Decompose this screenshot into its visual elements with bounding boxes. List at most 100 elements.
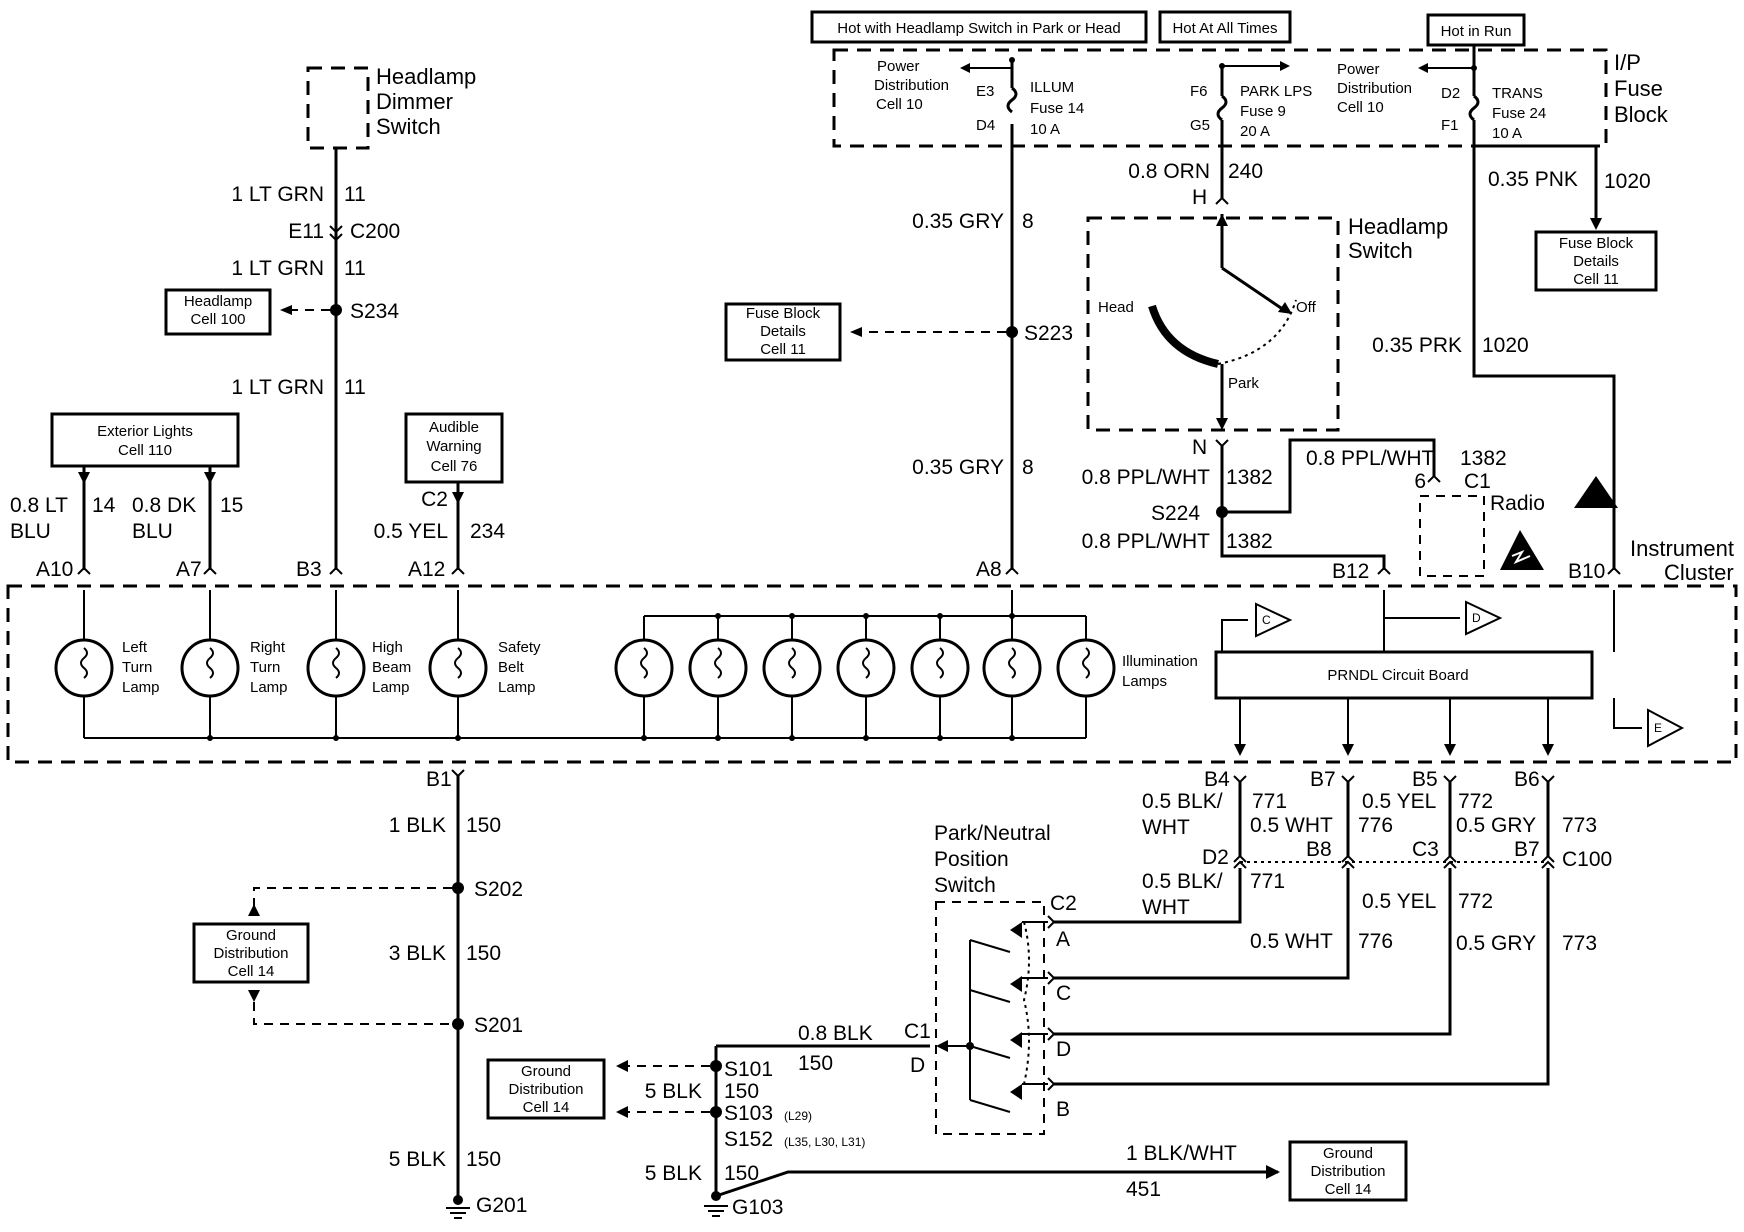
wire-label: 0.8 ORN (1128, 160, 1210, 183)
ref-text: Cell 11 (1573, 271, 1619, 288)
radio-pin: 6 (1414, 470, 1426, 493)
lamp-label-3: Lamp (250, 679, 288, 696)
lamp-label-3: Lamp (122, 679, 160, 696)
illum-lamp (910, 616, 970, 738)
circuit-label: 8 (1022, 210, 1034, 233)
pin-b3: B3 (296, 558, 322, 581)
pn-conn-c1: C1 (904, 1020, 931, 1043)
illum-lamp (614, 616, 674, 738)
illum-amps: 10 A (1030, 121, 1060, 138)
connector-icon (1215, 439, 1229, 448)
ref-text: Warning (426, 438, 481, 455)
illum-lamp (688, 616, 748, 738)
pn-switch-title-3: Switch (934, 874, 996, 897)
illum-lamp (982, 590, 1042, 738)
lamp-label: High (372, 639, 403, 656)
node-dot (333, 735, 339, 741)
radio-box (1419, 495, 1485, 577)
connector-icon (1427, 474, 1441, 483)
wire-label: 0.5 YEL (374, 520, 448, 543)
wire-label: 1 LT GRN (231, 183, 324, 206)
splice-s202 (452, 882, 464, 894)
prndl-label: PRNDL Circuit Board (1327, 667, 1468, 684)
wire-label: 1 BLK (389, 814, 446, 837)
wire-771-low (1054, 868, 1242, 924)
pin-b10: B10 (1568, 560, 1605, 583)
hot-all-times-box (1158, 10, 1292, 44)
ref-text: Details (760, 323, 806, 340)
wire-prk-1020 (1472, 146, 1616, 570)
circuit-label: 1382 (1226, 466, 1273, 489)
wire-ppl-cluster (1220, 512, 1386, 570)
power-dist-right-3: Cell 10 (1337, 99, 1384, 116)
headlamp-dimmer-label-3: Switch (376, 114, 441, 139)
safety-belt-lamp (428, 590, 488, 738)
illum-name: ILLUM (1030, 79, 1074, 96)
lamp-label-2: Beam (372, 659, 411, 676)
lamp-label: Right (250, 639, 286, 656)
power-dist-left-2: Distribution (874, 77, 949, 94)
arrow-icon (452, 492, 464, 504)
arrow-icon (248, 904, 260, 916)
circuit-label: 150 (798, 1052, 833, 1075)
circuit-label: 1382 (1226, 530, 1273, 553)
wire-772-low (1054, 868, 1452, 1036)
pin-b4: B4 (1204, 768, 1230, 791)
hot-park-head-label: Hot with Headlamp Switch in Park or Head (837, 20, 1120, 37)
radio-label: Radio (1490, 492, 1545, 515)
wire-label: 0.35 GRY (912, 210, 1004, 233)
illum-fuse: Fuse 14 (1030, 100, 1084, 117)
illum-pin-e3: E3 (976, 83, 994, 100)
headlamp-cell-ref (164, 288, 272, 336)
switch-park-label: Park (1228, 375, 1259, 392)
pn-pin-c: C (1056, 982, 1071, 1005)
offpage-d-label: D (1472, 611, 1481, 625)
circuit-label: 150 (466, 814, 501, 837)
radio-conn: C1 (1464, 470, 1491, 493)
park-pin-f6: F6 (1190, 83, 1208, 100)
offpage-e (1647, 708, 1685, 748)
trans-pin-d2: D2 (1441, 85, 1460, 102)
splice-label: S234 (350, 300, 399, 323)
wire-label: 0.5 YEL (1362, 890, 1436, 913)
circuit-label: 771 (1250, 870, 1285, 893)
ground-dist-left-ref (192, 922, 310, 984)
circuit-label: 773 (1562, 814, 1597, 837)
pn-switch-contacts (969, 921, 1048, 1113)
arrow-icon (1266, 1165, 1280, 1179)
splice-s103 (710, 1106, 722, 1118)
wire-label: 5 BLK (645, 1080, 702, 1103)
node-dot (789, 613, 795, 619)
ref-text: Details (1573, 253, 1619, 270)
node-dot (863, 613, 869, 619)
connector-icon (329, 225, 343, 242)
lamp-label-3: Lamp (498, 679, 536, 696)
node-dot (937, 735, 943, 741)
ground-dist-right-ref (1288, 1140, 1408, 1202)
circuit-label: 771 (1252, 790, 1287, 813)
wire-label: 0.5 BLK/ (1142, 790, 1223, 813)
power-dist-right-2: Distribution (1337, 80, 1412, 97)
pn-pin-connectors (1047, 915, 1056, 1091)
pn-pin-d: D (1056, 1038, 1071, 1061)
connector-icon (451, 769, 465, 778)
switch-blade (1221, 266, 1285, 312)
instrument-cluster-outline (6, 584, 1738, 764)
exterior-lights-ref (50, 412, 240, 468)
wire-label: 0.5 WHT (1250, 814, 1333, 837)
lamp-label-2: Turn (250, 659, 280, 676)
power-dist-left-3: Cell 10 (876, 96, 923, 113)
wire-blkwht-451 (715, 1170, 1278, 1198)
ref-text: Ground (521, 1063, 571, 1080)
switch-off-label: Off (1296, 299, 1317, 316)
circuit-label: 11 (344, 183, 366, 206)
pin-connectors (77, 566, 1621, 575)
wire-label: 3 BLK (389, 942, 446, 965)
pin-n: N (1192, 436, 1207, 459)
fuse-block-title: I/P (1614, 50, 1641, 75)
pn-pin-b: B (1056, 1098, 1070, 1121)
arrow-icon (280, 305, 292, 315)
splice-label: S201 (474, 1014, 523, 1037)
circuit-label: 1020 (1604, 170, 1651, 193)
wire-label-2: WHT (1142, 816, 1190, 839)
